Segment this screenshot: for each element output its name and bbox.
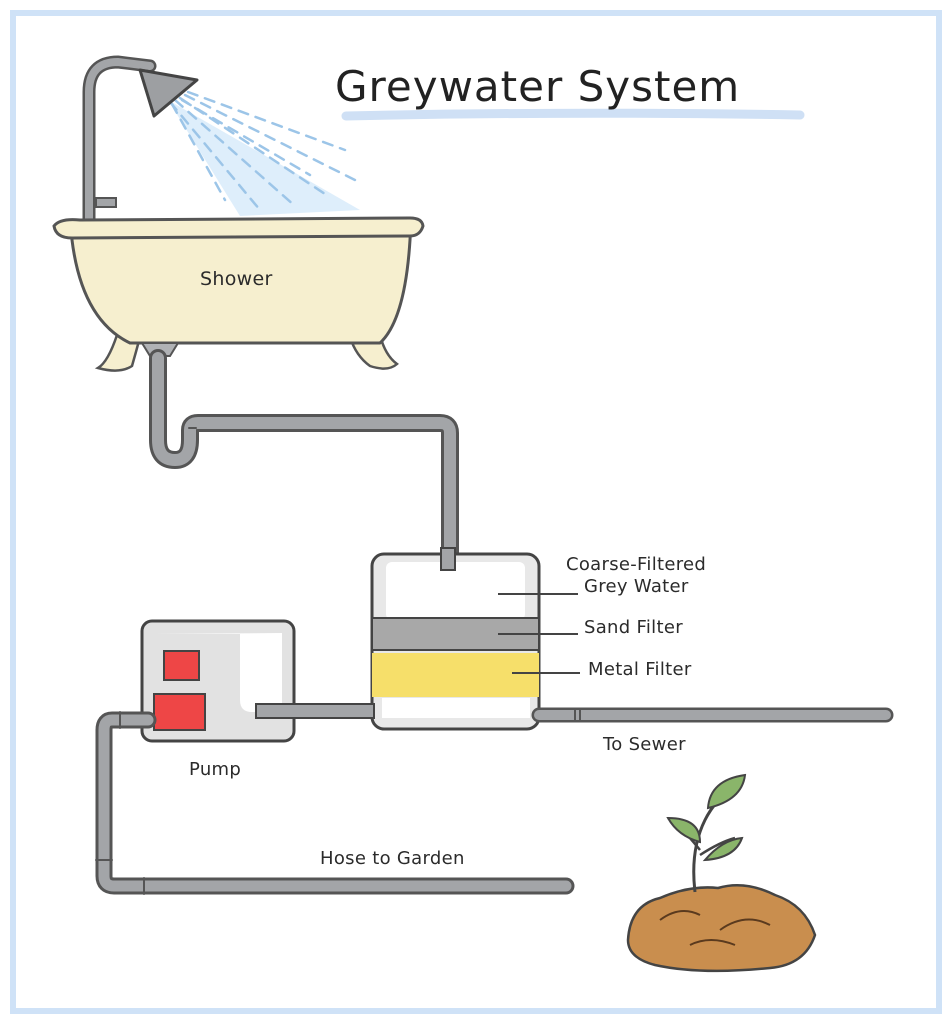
- garden-hose-pipe: [95, 711, 575, 895]
- title-underline: [341, 108, 805, 121]
- plant-icon: [626, 773, 817, 973]
- label-pump: Pump: [189, 759, 242, 780]
- metal-filter-layer: [372, 653, 539, 697]
- bathtub: [52, 216, 425, 372]
- drain-pipe: [149, 349, 459, 577]
- page-frame: [10, 10, 942, 1014]
- filter-tank: [370, 547, 541, 731]
- page-title: Greywater System: [335, 62, 741, 111]
- label-metal-filter: Metal Filter: [588, 659, 692, 680]
- leader-lines: [498, 593, 580, 674]
- pump-button-large: [153, 693, 206, 731]
- shower-head: [138, 68, 199, 118]
- label-sand-filter: Sand Filter: [584, 617, 683, 638]
- label-hose-to-garden: Hose to Garden: [320, 848, 465, 869]
- label-coarse-filtered: Coarse-Filtered: [566, 554, 707, 575]
- pump: [140, 619, 296, 743]
- shower-riser-pipe: [82, 55, 157, 232]
- water-spray: [168, 90, 360, 216]
- sewer-pipe: [531, 707, 894, 723]
- pump-button-small: [163, 650, 200, 681]
- pump-to-filter-pipe: [255, 703, 375, 719]
- label-grey-water: Grey Water: [584, 576, 689, 597]
- label-shower: Shower: [200, 268, 273, 290]
- label-to-sewer: To Sewer: [603, 734, 686, 755]
